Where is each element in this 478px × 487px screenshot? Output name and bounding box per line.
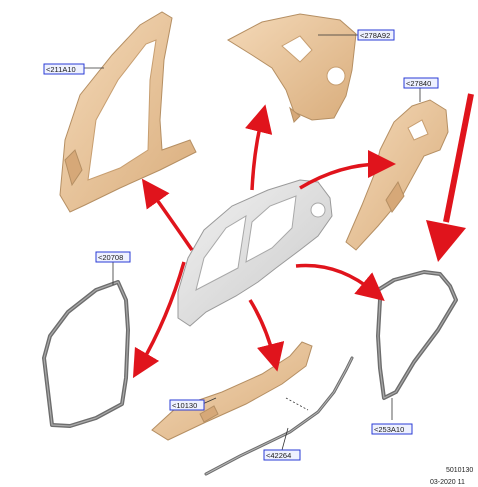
arrow-to-rear-seal [295, 263, 385, 301]
highlight-pointer-arrow [426, 93, 474, 262]
front-door-seal [42, 280, 130, 428]
part-tag-rear-seal: <253A10 [371, 423, 413, 435]
arrow-to-a-pillar [141, 178, 194, 251]
part-code-label: <211A10 [46, 65, 76, 74]
arrow-to-front-seal [132, 261, 186, 379]
body-side-assembly [177, 179, 333, 327]
part-code-label: <10130 [172, 401, 197, 410]
part-code-label: <278A92 [360, 31, 390, 40]
reference-number: 5010130 [446, 467, 473, 474]
part-tag-rear-upper: <278A92 [357, 29, 395, 41]
reference-date: 03-2020 11 [430, 479, 465, 486]
part-tag-sill-strip: <42264 [263, 449, 301, 461]
arrow-to-sill [248, 299, 285, 372]
rear-door-seal [376, 270, 458, 400]
arrow-to-rear-quarter [299, 150, 396, 190]
part-tag-a-pillar: <211A10 [43, 63, 85, 75]
part-code-label: <20708 [98, 253, 123, 262]
part-tag-front-seal: <20708 [95, 251, 131, 263]
red-arrows [132, 104, 396, 379]
rear-upper-panel [226, 13, 357, 123]
part-tag-sill: <10130 [169, 399, 205, 411]
arrow-to-rear-upper [245, 104, 273, 191]
part-tag-rear-quarter: <27840 [403, 77, 439, 89]
part-code-label: <253A10 [374, 425, 404, 434]
sill-panel [151, 341, 313, 441]
part-code-label: <27840 [406, 79, 431, 88]
part-code-label: <42264 [266, 451, 291, 460]
sill-trim-strip [204, 356, 354, 476]
rear-quarter-panel [345, 99, 449, 251]
a-pillar-panel [59, 11, 197, 213]
leader-lines [84, 34, 421, 451]
